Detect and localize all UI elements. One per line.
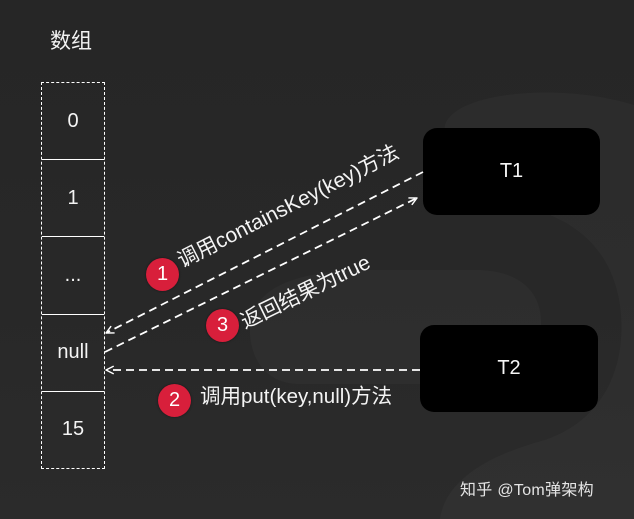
thread-t1-label: T1 [499,160,524,182]
step-2-label: 调用put(key,null)方法 [200,385,393,408]
array-cell-null: null [42,313,104,391]
step-3-number: 3 [216,314,229,336]
step-1-badge: 1 [146,258,179,291]
thread-t2-label: T2 [497,357,521,379]
thread-t2-box: T2 [420,325,598,412]
step-2-number: 2 [168,389,181,411]
step-3-badge: 3 [206,309,239,342]
array-title: 数组 [50,30,92,53]
step-3-label: 返回结果为true [237,251,374,334]
arrow-array-to-t1 [104,197,418,353]
step-1-number: 1 [156,263,169,285]
array-cell-0: 0 [67,109,79,132]
arrow-t1-to-array [105,171,424,334]
array-cell-1: 1 [42,159,104,236]
array-cell-ellipsis: ... [42,236,104,313]
array-cell-15: 15 [42,390,104,468]
array-box: 0 1 ... null 15 [41,82,105,469]
watermark: 知乎 @Tom弹架构 [460,482,594,499]
step-2-badge: 2 [158,384,191,417]
thread-t1-box: T1 [423,128,600,215]
step-1-label: 调用containsKey(key)方法 [174,141,403,273]
